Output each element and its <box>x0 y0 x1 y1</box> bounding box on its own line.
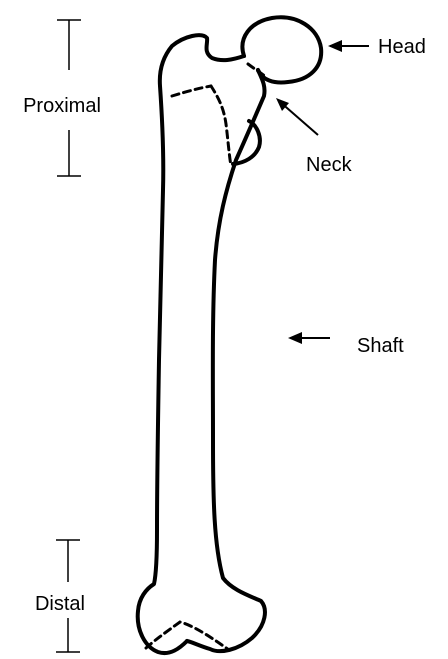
head-label: Head <box>378 36 426 58</box>
shaft-label: Shaft <box>357 335 404 357</box>
neck-arrow <box>276 98 318 135</box>
neck-label: Neck <box>306 154 353 176</box>
proximal-label: Proximal <box>23 95 101 117</box>
distal-label: Distal <box>35 593 85 615</box>
shaft-arrow <box>288 332 330 344</box>
head-arrow <box>328 40 369 52</box>
